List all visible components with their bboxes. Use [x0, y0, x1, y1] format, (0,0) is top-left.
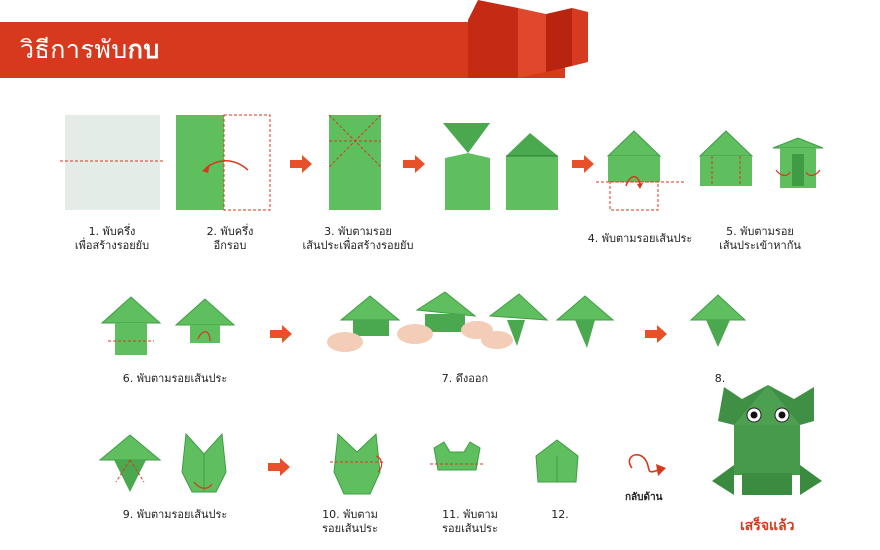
step2-paper	[176, 114, 271, 211]
banner-fold-decoration	[468, 0, 588, 78]
step6-fold	[100, 296, 236, 355]
step-label: 1. พับครึ่งเพื่อสร้างรอยยับ	[74, 225, 150, 252]
arrow-icon	[572, 155, 594, 173]
step11-fold	[430, 441, 485, 471]
step-label: 11. พับตามรอยเส้นประ	[442, 508, 498, 535]
step-label: 4. พับตามรอยเส้นประ	[587, 232, 693, 245]
step-label: 5. พับตามรอยเส้นประเข้าหากัน	[719, 225, 801, 252]
title-bold: กบ	[127, 35, 160, 64]
step-label: 8.	[714, 372, 726, 385]
step9-fold	[98, 432, 227, 493]
flip-arrow-icon	[628, 453, 666, 476]
step1-paper	[60, 115, 165, 210]
finished-frog-image	[712, 385, 822, 495]
step4-fold	[596, 130, 684, 211]
step10-fold	[330, 432, 385, 495]
step5-fold	[698, 130, 824, 188]
title-prefix: วิธีการพับ	[20, 35, 128, 64]
arrow-icon	[270, 325, 292, 343]
step-label: 10. พับตามรอยเส้นประ	[322, 508, 378, 535]
arrow-icon	[403, 155, 425, 173]
arrow-icon	[290, 155, 312, 173]
done-label: เสร็จแล้ว	[740, 518, 795, 534]
step-label: 12.	[551, 508, 569, 521]
step-label: 7. ดึงออก	[441, 372, 489, 385]
step8-fold	[689, 294, 747, 347]
step-label: 9. พับตามรอยเส้นประ	[122, 508, 228, 521]
flip-label: กลับด้าน	[625, 492, 663, 503]
arrow-icon	[645, 325, 667, 343]
step3b-folds	[443, 123, 558, 210]
step12-fold	[535, 439, 579, 483]
arrow-icon	[268, 458, 290, 476]
step3-paper	[328, 114, 382, 210]
page-title: วิธีการพับกบ	[20, 30, 160, 70]
step-label: 3. พับตามรอยเส้นประเพื่อสร้างรอยยับ	[302, 225, 414, 252]
step7-hands	[327, 291, 615, 352]
step-label: 6. พับตามรอยเส้นประ	[122, 372, 228, 385]
step-label: 2. พับครึ่งอีกรอบ	[206, 225, 254, 252]
